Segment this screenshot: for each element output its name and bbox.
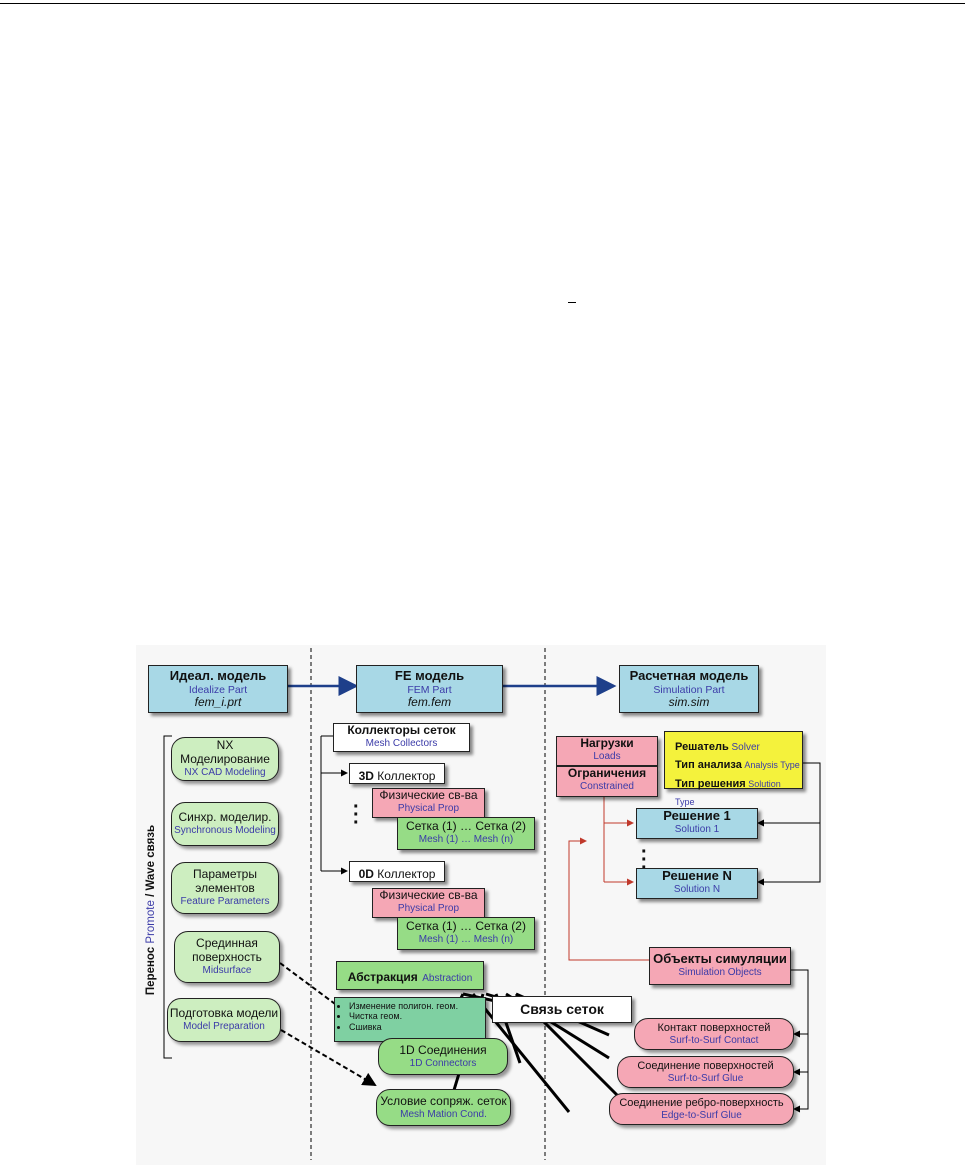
left-bracket	[163, 735, 172, 1059]
fem-part-box: FE модель FEM Part fem.fem	[356, 665, 503, 713]
mesh-box-1: Сетка (1) … Сетка (2)Mesh (1) … Mesh (n)	[397, 817, 535, 850]
simulation-part-box: Расчетная модель Simulation Part sim.sim	[619, 665, 759, 713]
promote-wave-label: Перенос Promote / Wave связь	[145, 824, 157, 996]
abstraction-box: Абстракция Abstraction	[336, 961, 484, 990]
vertical-ellipsis: ···	[353, 796, 360, 834]
idealize-part-box: Идеал. модель Idealize Part fem_i.prt	[148, 665, 288, 713]
collector-3d-box: 3D Коллектор	[349, 763, 445, 784]
mesh-link-box: Связь сеток	[492, 996, 632, 1023]
mesh-box-2: Сетка (1) … Сетка (2)Mesh (1) … Mesh (n)	[397, 917, 535, 950]
text-mark	[568, 302, 576, 303]
red-link-sim-objects	[568, 837, 649, 961]
solver-box: Решатель Solver Тип анализа Analysis Typ…	[664, 731, 803, 807]
collector-0d-box: 0D Коллектор	[349, 861, 445, 882]
page-top-rule	[0, 3, 965, 4]
nx-simulation-structure-diagram: Идеал. модель Idealize Part fem_i.prt FE…	[136, 645, 826, 1165]
dashed-link-preparation	[280, 1029, 377, 1087]
abstraction-list: Изменение полигон. геом. Чистка геом. Сш…	[334, 997, 486, 1042]
synchronous-modeling: Синхр. моделир.Synchronous Modeling	[171, 802, 279, 846]
